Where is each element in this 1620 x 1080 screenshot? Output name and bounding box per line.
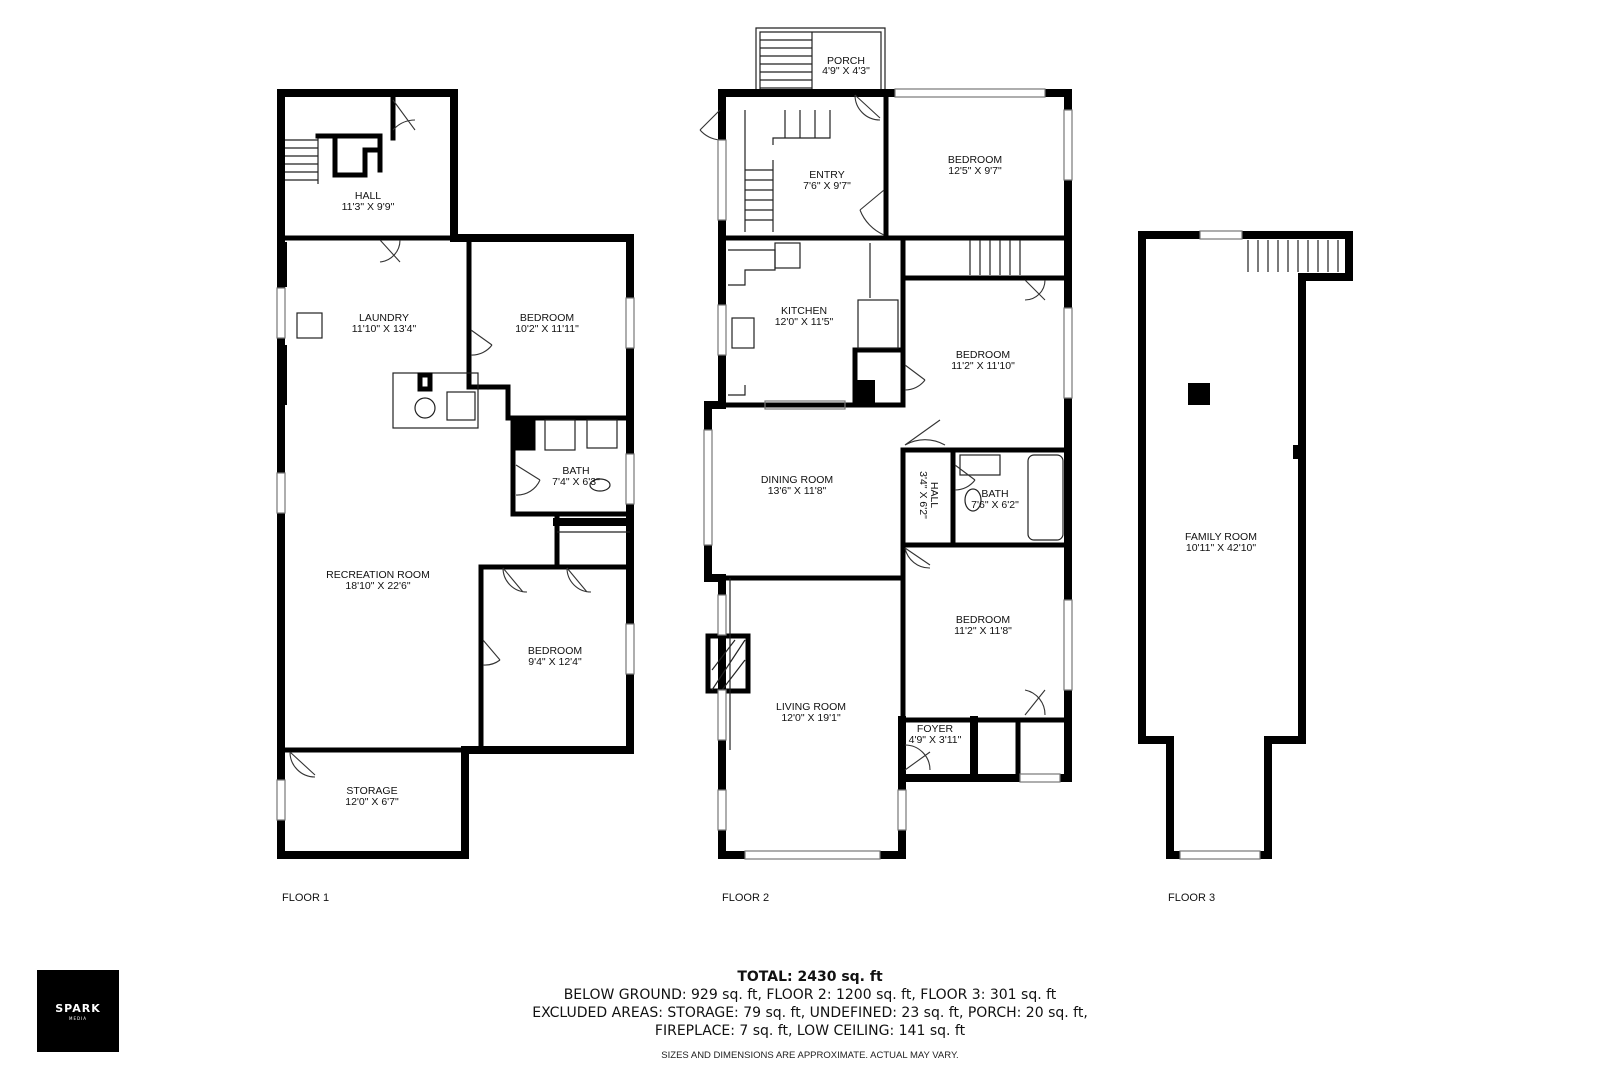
room-name: BATH: [562, 465, 589, 477]
room-dims: 10'2" X 11'11": [515, 323, 579, 335]
room-dims: 12'0" X 19'1": [781, 712, 841, 724]
room-name: BATH: [981, 488, 1008, 500]
room-dims: 11'3" X 9'9": [342, 201, 395, 213]
logo-subtext: MEDIA: [69, 1015, 87, 1021]
room-dims: 11'2" X 11'8": [954, 625, 1012, 637]
room-name: LIVING ROOM: [776, 701, 846, 713]
room-name: BEDROOM: [520, 312, 574, 324]
room-dims: 7'4" X 6'3": [552, 476, 600, 488]
room-dims: 4'9" X 3'11": [909, 734, 962, 746]
total-area: TOTAL: 2430 sq. ft: [737, 969, 883, 985]
room-dims: 9'4" X 12'4": [528, 656, 582, 668]
room-name: ENTRY: [809, 169, 844, 181]
summary-line: FIREPLACE: 7 sq. ft, LOW CEILING: 141 sq…: [654, 1023, 966, 1039]
room-dims: 12'0" X 6'7": [345, 796, 399, 808]
room-dims: 3'4" X 6'2": [917, 471, 929, 519]
room-name: HALL: [928, 482, 940, 508]
room-name: FAMILY ROOM: [1185, 531, 1257, 543]
summary-line: BELOW GROUND: 929 sq. ft, FLOOR 2: 1200 …: [563, 987, 1057, 1003]
room-dims: 7'6" X 9'7": [803, 180, 851, 192]
room-name: STORAGE: [346, 785, 397, 797]
room-dims: 11'2" X 11'10": [951, 360, 1015, 372]
room-name: BEDROOM: [956, 614, 1010, 626]
room-dims: 11'10" X 13'4": [352, 323, 417, 335]
room-name: HALL: [355, 190, 381, 202]
room-name: PORCH: [827, 55, 865, 67]
floor-3-plan: FAMILY ROOM 10'11" X 42'10": [1138, 230, 1353, 860]
room-name: BEDROOM: [528, 645, 582, 657]
disclaimer: SIZES AND DIMENSIONS ARE APPROXIMATE. AC…: [661, 1050, 959, 1061]
room-dims: 10'11" X 42'10": [1186, 542, 1257, 554]
room-name: RECREATION ROOM: [326, 569, 430, 581]
room-name: DINING ROOM: [761, 474, 833, 486]
room-dims: 4'9" X 4'3": [822, 65, 870, 77]
room-dims: 12'5" X 9'7": [948, 165, 1002, 177]
area-summary: TOTAL: 2430 sq. ft BELOW GROUND: 929 sq.…: [410, 968, 1210, 1040]
floor-1-plan: HALL 11'3" X 9'9" LAUNDRY 11'10" X 13'4"…: [276, 89, 635, 859]
floor-2-plan: PORCH 4'9" X 4'3" ENTRY 7'6" X 9'7" BEDR…: [699, 27, 1073, 860]
room-dims: 12'0" X 11'5": [775, 316, 834, 328]
room-dims: 18'10" X 22'6": [345, 580, 410, 592]
room-name: BEDROOM: [956, 349, 1010, 361]
floor-1-label: FLOOR 1: [282, 892, 330, 904]
room-dims: 13'6" X 11'8": [768, 485, 827, 497]
room-name: BEDROOM: [948, 154, 1002, 166]
room-dims: 7'6" X 6'2": [971, 499, 1019, 511]
spark-media-logo: SPARK MEDIA: [37, 970, 119, 1052]
floor-2-label: FLOOR 2: [722, 892, 770, 904]
logo-text: SPARK: [55, 1001, 101, 1015]
room-name: FOYER: [917, 723, 954, 735]
room-name: KITCHEN: [781, 305, 827, 317]
room-name: LAUNDRY: [359, 312, 409, 324]
floor-3-label: FLOOR 3: [1168, 892, 1216, 904]
summary-line: EXCLUDED AREAS: STORAGE: 79 sq. ft, UNDE…: [532, 1005, 1088, 1021]
